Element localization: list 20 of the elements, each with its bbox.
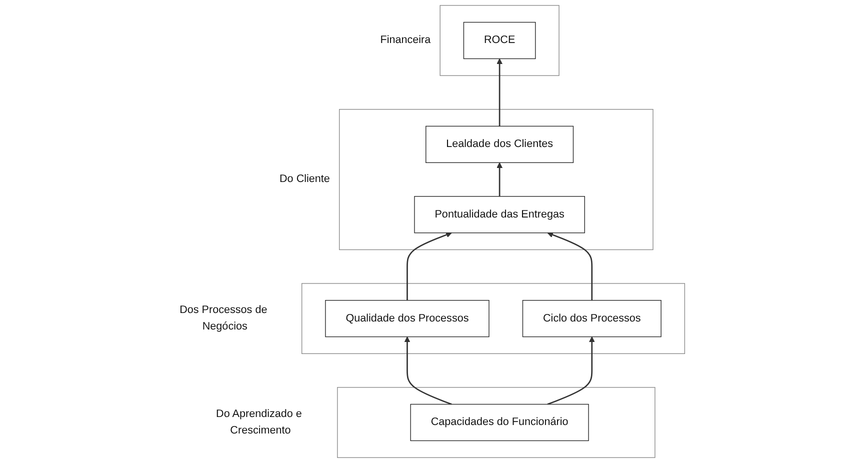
node-label: Financeira <box>380 34 431 46</box>
node-box: ROCE <box>463 22 536 60</box>
node-label: Do Aprendizado e Crescimento <box>216 408 302 436</box>
cluster <box>337 387 656 458</box>
arrow <box>547 336 595 405</box>
node-box: Qualidade dos Processos <box>325 300 490 338</box>
cluster <box>339 109 654 250</box>
node-box: Lealdade dos Clientes <box>426 126 574 163</box>
cluster <box>301 283 685 354</box>
cluster <box>440 5 560 76</box>
arrow <box>406 232 452 300</box>
node-label: Dos Processos de Negócios <box>180 304 268 332</box>
arrow <box>547 232 593 300</box>
node-box: Ciclo dos Processos <box>522 300 662 338</box>
node-box: Pontualidade das Entregas <box>414 196 585 234</box>
node-box: Capacidades do Funcionário <box>410 404 589 442</box>
arrow <box>496 162 502 196</box>
node-label: Do Cliente <box>279 173 330 185</box>
arrow <box>404 336 452 405</box>
arrow <box>496 58 502 126</box>
